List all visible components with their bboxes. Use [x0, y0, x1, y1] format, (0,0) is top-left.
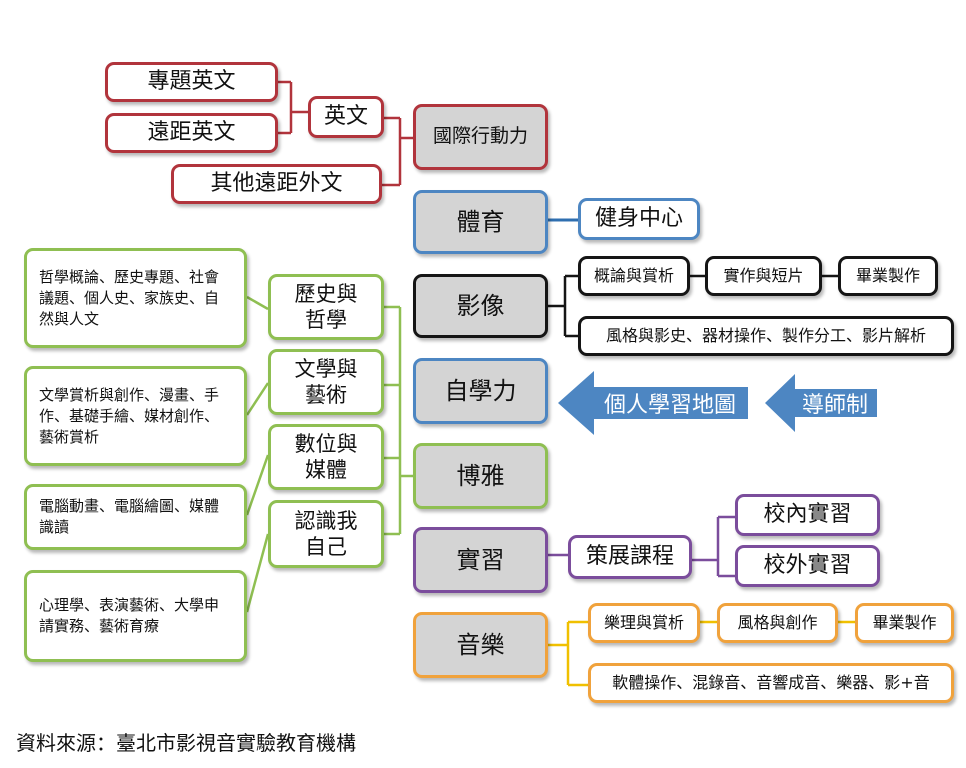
film-course-1-label: 概論與賞析 — [593, 266, 674, 285]
curation-label: 策展課程 — [585, 544, 674, 570]
literature-label-box: 文學與藝術 — [268, 349, 384, 415]
mentor-arrow-label: 導師制 — [801, 393, 868, 418]
film-course-4: 風格與影史、器材操作、製作分工、影片解析 — [578, 316, 954, 356]
internship-outside-box: 校外實習 — [735, 545, 880, 587]
music-course-4: 軟體操作、混錄音、音響成音、樂器、影+音 — [588, 663, 954, 703]
digital-desc: 電腦動畫、電腦繪圖、媒體識讀 — [39, 497, 220, 536]
mentor-arrow-shape — [765, 374, 877, 432]
pe-label: 體育 — [456, 208, 505, 236]
digital-label: 數位與媒體 — [294, 431, 358, 482]
gym-label: 健身中心 — [594, 206, 683, 232]
intl-mobility-box: 國際行動力 — [413, 104, 548, 170]
liberal-arts-label: 博雅 — [456, 462, 505, 490]
music-course-3: 畢業製作 — [855, 603, 954, 643]
remote-english-box: 遠距英文 — [105, 113, 278, 153]
topic-english-box: 專題英文 — [105, 62, 278, 102]
film-course-3: 畢業製作 — [838, 256, 938, 296]
self-desc: 心理學、表演藝術、大學申請實務、藝術育療 — [39, 596, 220, 635]
gym-box: 健身中心 — [578, 198, 700, 240]
music-label: 音樂 — [456, 631, 505, 659]
self-label: 認識我自己 — [294, 508, 358, 559]
music-course-2-label: 風格與創作 — [737, 613, 818, 632]
film-course-4-label: 風格與影史、器材操作、製作分工、影片解析 — [605, 326, 926, 345]
self-learning-label: 自學力 — [444, 377, 517, 405]
curation-box: 策展課程 — [568, 535, 692, 579]
film-course-2: 實作與短片 — [705, 256, 822, 296]
internship-box: 實習 — [413, 527, 548, 593]
other-languages-box: 其他遠距外文 — [171, 164, 382, 204]
intl-mobility-label: 國際行動力 — [432, 125, 528, 148]
music-course-1: 樂理與賞析 — [588, 603, 700, 643]
remote-english-label: 遠距英文 — [147, 120, 236, 146]
self-label-box: 認識我自己 — [268, 500, 384, 568]
film-course-2-label: 實作與短片 — [723, 266, 804, 285]
english-box: 英文 — [308, 96, 384, 138]
internship-label: 實習 — [456, 546, 505, 574]
digital-desc-box: 電腦動畫、電腦繪圖、媒體識讀 — [24, 484, 247, 550]
film-course-1: 概論與賞析 — [578, 256, 690, 296]
digital-label-box: 數位與媒體 — [268, 424, 384, 490]
history-label-box: 歷史與哲學 — [268, 274, 384, 340]
pe-box: 體育 — [413, 190, 548, 254]
music-course-4-label: 軟體操作、混錄音、音響成音、樂器、影+音 — [612, 673, 930, 692]
self-learning-box: 自學力 — [413, 358, 548, 424]
music-box: 音樂 — [413, 612, 548, 678]
literature-desc-box: 文學賞析與創作、漫畫、手作、基礎手繪、媒材創作、藝術賞析 — [24, 366, 247, 466]
history-desc: 哲學概論、歷史專題、社會議題、個人史、家族史、自然與人文 — [39, 267, 220, 328]
history-label: 歷史與哲學 — [294, 281, 358, 332]
history-desc-box: 哲學概論、歷史專題、社會議題、個人史、家族史、自然與人文 — [24, 248, 247, 348]
liberal-arts-box: 博雅 — [413, 443, 548, 509]
internship-outside-label: 校外實習 — [763, 553, 852, 579]
english-label: 英文 — [323, 104, 368, 130]
personal-map-arrow-label: 個人學習地圖 — [603, 393, 736, 418]
internship-inside-label: 校內實習 — [763, 502, 852, 528]
music-course-3-label: 畢業製作 — [872, 613, 937, 632]
film-box: 影像 — [413, 274, 548, 338]
self-desc-box: 心理學、表演藝術、大學申請實務、藝術育療 — [24, 570, 247, 662]
music-course-2: 風格與創作 — [717, 603, 838, 643]
internship-inside-box: 校內實習 — [735, 494, 880, 536]
other-languages-label: 其他遠距外文 — [210, 171, 343, 197]
personal-map-arrow-shape — [558, 371, 748, 435]
film-course-3-label: 畢業製作 — [855, 266, 920, 285]
film-label: 影像 — [456, 292, 505, 320]
literature-label: 文學與藝術 — [294, 356, 358, 407]
literature-desc: 文學賞析與創作、漫畫、手作、基礎手繪、媒材創作、藝術賞析 — [39, 385, 220, 446]
music-course-1-label: 樂理與賞析 — [603, 613, 684, 632]
topic-english-label: 專題英文 — [147, 69, 236, 95]
source-caption: 資料來源：臺北市影視音實驗教育機構 — [16, 731, 356, 755]
